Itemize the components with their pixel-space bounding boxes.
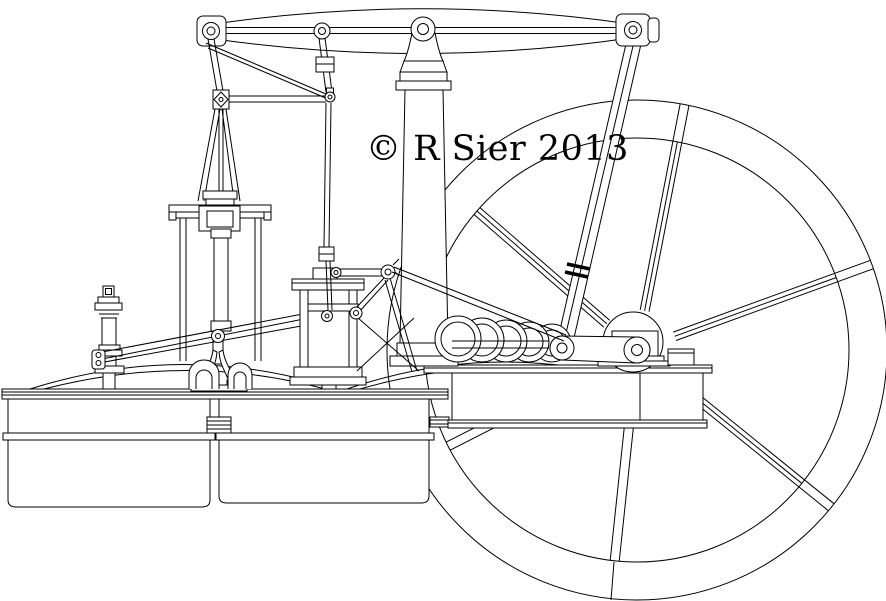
water-tanks <box>2 398 450 508</box>
tank-connector <box>206 416 232 434</box>
pedestal-cornice <box>291 278 365 291</box>
cylinder-body <box>213 237 229 322</box>
pump-gland <box>102 285 115 298</box>
link-pivot <box>324 91 336 103</box>
piston-rod <box>218 109 224 191</box>
pedestal-base <box>293 366 363 378</box>
tie-rods <box>179 218 262 361</box>
walking-beam <box>196 8 660 91</box>
bearing-bracket <box>667 348 695 366</box>
bell-crank-link <box>336 268 388 277</box>
beam-link-pivot <box>313 22 331 40</box>
diagonal-braces <box>356 317 420 372</box>
beam-links <box>205 37 336 110</box>
tank-outlet-flange <box>429 416 450 428</box>
pipe-stirrups <box>188 359 253 389</box>
rim-joint-line <box>610 561 615 601</box>
connecting-rod <box>555 43 642 352</box>
tie-rod-through-rings <box>452 340 549 349</box>
horizontal-link <box>229 95 326 103</box>
copyright-text: © R Sier 2013 <box>366 129 629 169</box>
water-tank-right <box>218 398 430 504</box>
water-tank-left <box>7 398 211 508</box>
tank-band-right <box>215 432 435 441</box>
pipe-ring-row <box>434 315 572 363</box>
valve-linkage <box>318 102 420 373</box>
crosshead <box>212 89 230 110</box>
cylinder-collar-top <box>210 228 232 239</box>
lever-pivot-boss <box>211 329 225 343</box>
crosshead-guide-frame <box>197 108 241 202</box>
column-shaft <box>399 89 449 344</box>
rocking-lever <box>91 305 346 370</box>
pump-body <box>101 317 117 346</box>
piston-rod-link <box>207 38 224 92</box>
tank-band-left <box>2 432 216 441</box>
valve-drive-rod <box>384 277 418 373</box>
cylinder-tower <box>168 108 272 361</box>
pedestal-body <box>299 289 358 368</box>
crankshaft-boss <box>623 336 651 364</box>
guide-table <box>202 190 238 200</box>
bell-crank-pivot <box>380 264 396 280</box>
bell-crank-arm <box>354 277 389 313</box>
crank-bed-block <box>423 364 713 429</box>
eccentric-strap <box>549 335 575 361</box>
beam-end-journal <box>647 17 660 43</box>
connecting-rod-collar <box>566 262 591 271</box>
valve-rod <box>323 102 332 248</box>
feed-pump <box>94 285 125 390</box>
radius-rod <box>205 42 329 100</box>
lever-end-fork <box>91 349 106 370</box>
valve-pedestal <box>289 267 367 390</box>
flywheel-outer-rim <box>386 99 886 601</box>
beam-top-edge <box>207 8 631 26</box>
eccentric-rod <box>391 266 567 342</box>
beam-centre-pivot <box>410 16 436 42</box>
crankshaft-assembly <box>391 266 695 373</box>
